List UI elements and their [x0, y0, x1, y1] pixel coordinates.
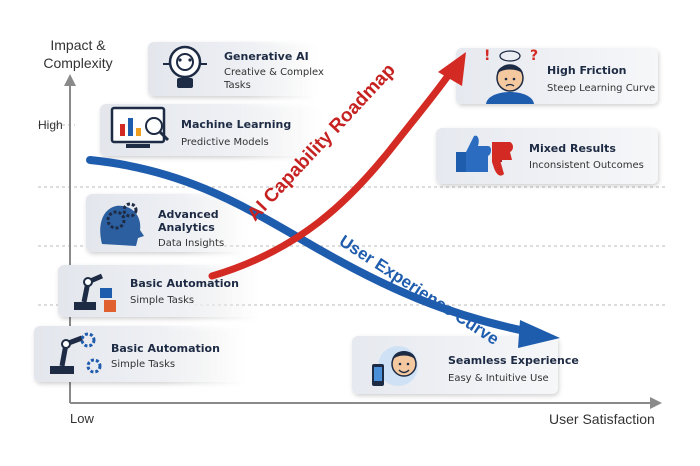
svg-text:!: !: [484, 48, 490, 64]
card-advanced-analytics-title-line1: Advanced: [158, 208, 219, 221]
y-axis-title-line1: Impact &: [50, 37, 106, 53]
ux-curve-arrow: [86, 156, 534, 336]
card-generative-ai-title: Generative AI: [224, 50, 309, 63]
ai-roadmap-arrow: [208, 66, 456, 280]
robot-arm-icon: [74, 273, 116, 312]
svg-text:?: ?: [530, 48, 538, 64]
stressed-person-icon: ! ?: [484, 48, 538, 104]
x-axis-title: User Satisfaction: [549, 411, 655, 427]
card-basic-automation-upper-subtitle: Simple Tasks: [130, 295, 195, 306]
robot-head-icon: [163, 45, 207, 88]
y-axis-high-label: High: [38, 118, 63, 132]
card-advanced-analytics-subtitle: Data Insights: [158, 238, 225, 249]
card-generative-ai-subtitle-line1: Creative & Complex: [224, 67, 324, 78]
card-basic-automation-upper-title: Basic Automation: [130, 277, 239, 290]
y-axis-title: Impact & Complexity: [36, 36, 120, 72]
card-high-friction-subtitle: Steep Learning Curve: [547, 83, 656, 94]
card-seamless-experience-title: Seamless Experience: [448, 354, 579, 367]
y-axis-arrowhead: [64, 74, 76, 86]
card-basic-automation-lower-subtitle: Simple Tasks: [111, 359, 176, 370]
ux-curve-arrowhead: [518, 320, 560, 348]
card-mixed-results-subtitle: Inconsistent Outcomes: [529, 160, 644, 171]
card-advanced-analytics-title-line2: Analytics: [158, 221, 215, 234]
card-basic-automation-lower-bg: [34, 326, 244, 382]
x-axis-low-label: Low: [70, 411, 94, 426]
card-machine-learning-subtitle: Predictive Models: [181, 137, 269, 148]
ux-curve-label: User Experience Curve: [336, 231, 502, 348]
monitor-chart-icon: [110, 106, 170, 148]
thumbs-up-down-icon: [456, 135, 513, 176]
x-axis-arrowhead: [650, 397, 662, 409]
card-high-friction-title: High Friction: [547, 64, 627, 77]
card-generative-ai-subtitle-line2: Tasks: [224, 80, 251, 91]
card-mixed-results-bg: [436, 128, 658, 184]
head-gears-icon: [100, 202, 144, 246]
robot-arm-icon: [50, 332, 102, 374]
ai-roadmap-arrowhead: [438, 52, 466, 86]
card-basic-automation-lower-title: Basic Automation: [111, 342, 220, 355]
card-mixed-results-title: Mixed Results: [529, 142, 616, 155]
y-axis-title-line2: Complexity: [43, 55, 113, 71]
card-seamless-experience-subtitle: Easy & Intuitive Use: [448, 373, 549, 384]
card-machine-learning-title: Machine Learning: [181, 118, 292, 131]
happy-person-phone-icon: [372, 346, 418, 386]
